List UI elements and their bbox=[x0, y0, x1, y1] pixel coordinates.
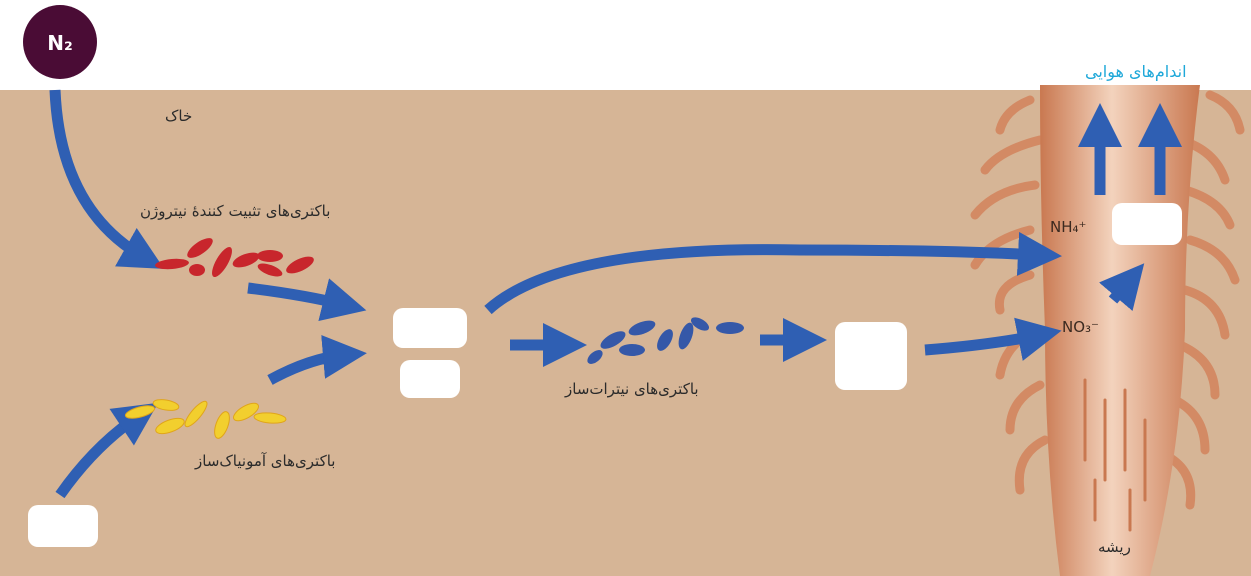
bacterium bbox=[257, 250, 283, 262]
soil-label: خاک bbox=[165, 107, 193, 125]
bacterium bbox=[257, 263, 283, 277]
bacterium bbox=[657, 329, 673, 351]
blank-box-organic-matter[interactable] bbox=[28, 505, 98, 547]
bacterium bbox=[286, 256, 314, 274]
bacterium bbox=[124, 405, 156, 419]
blank-box-ammonium-bottom[interactable] bbox=[400, 360, 460, 398]
nitrogen-fixing-bacteria bbox=[155, 238, 314, 278]
bacterium bbox=[184, 400, 208, 428]
bacterium bbox=[253, 412, 287, 424]
blank-box-ammonium-top[interactable] bbox=[393, 308, 467, 348]
bacterium bbox=[628, 320, 656, 336]
bacterium bbox=[212, 246, 232, 278]
bacterium bbox=[600, 331, 626, 349]
bacterium bbox=[155, 417, 185, 435]
arrow-ammonium-to-root bbox=[484, 231, 1062, 315]
bacterium bbox=[619, 344, 645, 356]
no3-label: NO₃⁻ bbox=[1062, 318, 1099, 336]
nitrifying-bacteria-label: باکتری‌های نیترات‌ساز bbox=[565, 380, 699, 398]
n2-label: N₂ bbox=[47, 31, 73, 55]
blank-box-nitrate[interactable] bbox=[835, 322, 907, 390]
nitrifying-bacteria bbox=[587, 317, 744, 364]
bacterium bbox=[232, 252, 260, 268]
blank-box-root-ammonium[interactable] bbox=[1112, 203, 1182, 245]
root-inner-lines bbox=[1083, 378, 1147, 532]
bacterium bbox=[189, 264, 205, 276]
bacterium bbox=[587, 350, 603, 364]
bacterium bbox=[155, 258, 189, 270]
root-label: ریشه bbox=[1098, 538, 1131, 556]
ammonifying-bacteria-label: باکتری‌های آمونیاک‌ساز bbox=[195, 452, 336, 470]
arrow-organic-to-ammonifying bbox=[55, 402, 159, 499]
nh4-label: NH₄⁺ bbox=[1050, 218, 1086, 236]
bacterium bbox=[690, 317, 710, 331]
bacterium bbox=[152, 399, 180, 411]
nitrogen-fixing-bacteria-label: باکتری‌های تثبیت کنندهٔ نیتروژن bbox=[140, 202, 331, 220]
ammonifying-bacteria bbox=[124, 399, 287, 439]
arrows bbox=[49, 89, 1182, 499]
aerial-organs-label: اندام‌های هوایی bbox=[1085, 62, 1187, 81]
bacterium bbox=[187, 238, 213, 258]
arrow-ammonifying-to-ammonium bbox=[267, 334, 367, 385]
bacterium bbox=[214, 411, 230, 439]
bacterium bbox=[233, 402, 259, 422]
bacterium bbox=[678, 322, 694, 350]
arrow-nitrate-to-ammonium-in-root bbox=[1098, 263, 1145, 312]
n2-circle bbox=[23, 5, 97, 79]
arrow-n2-to-fixing bbox=[49, 89, 165, 269]
arrow-fixing-to-ammonium bbox=[247, 278, 367, 322]
bacterium bbox=[716, 322, 744, 334]
arrow-nitrate-to-root bbox=[924, 317, 1062, 361]
